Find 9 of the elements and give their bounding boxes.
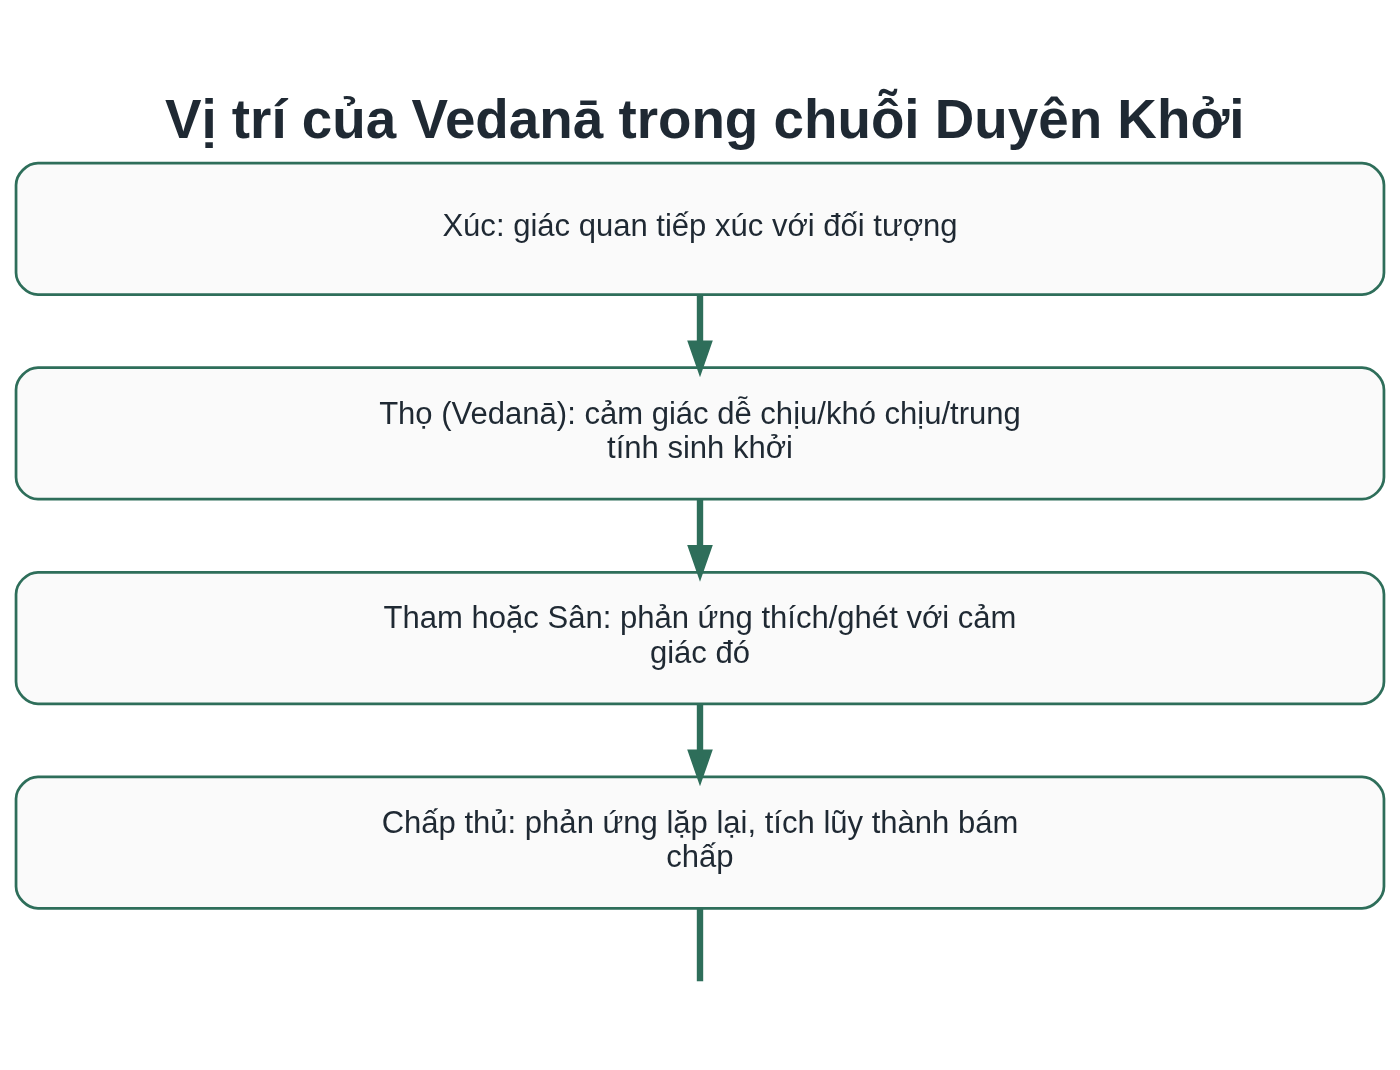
arrow [687,294,713,377]
arrow [687,703,713,786]
diagram-title: Vị trí của Vedanā trong chuỗi Duyên Khởi [164,87,1245,150]
node-box: Thọ (Vedanā): cảm giác dễ chịu/khó chịu/trung tính sinh khởi [14,365,1386,501]
node-box: Chấp thủ: phản ứng lặp lại, tích lũy thành bám chấp [14,774,1386,910]
node-box: Tham hoặc Sân: phản ứng thích/ghét với cảm giác đó [14,570,1386,705]
node-box: Xúc: giác quan tiếp xúc với đối tượng [14,161,1386,296]
arrow [687,498,713,582]
connector [696,908,704,981]
